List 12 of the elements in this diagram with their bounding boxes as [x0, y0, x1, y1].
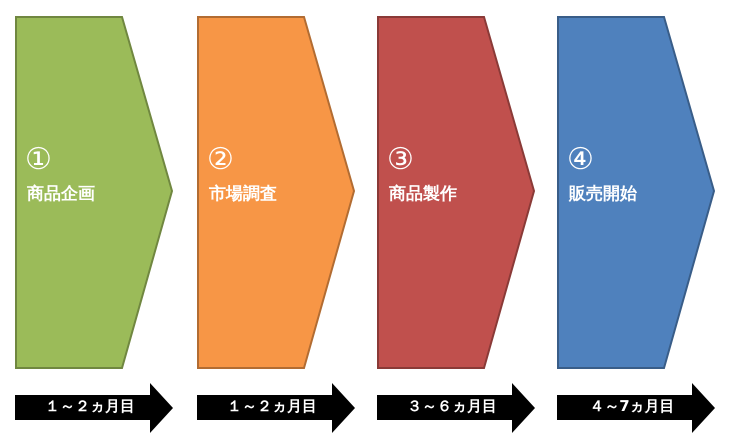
step-number: ③ — [387, 144, 414, 176]
step-number: ② — [207, 144, 234, 176]
step-label: 商品製作 — [389, 184, 457, 204]
duration-label: ４～7ヵ月目 — [588, 396, 676, 417]
duration-label: １～２ヵ月目 — [226, 396, 318, 417]
step-label: 市場調査 — [209, 184, 277, 204]
duration-label: １～２ヵ月目 — [44, 396, 136, 417]
step-number: ④ — [567, 144, 594, 176]
duration-label: ３～６ヵ月目 — [406, 396, 498, 417]
step-label: 販売開始 — [569, 184, 637, 204]
step-number: ① — [25, 144, 52, 176]
step-label: 商品企画 — [27, 184, 95, 204]
